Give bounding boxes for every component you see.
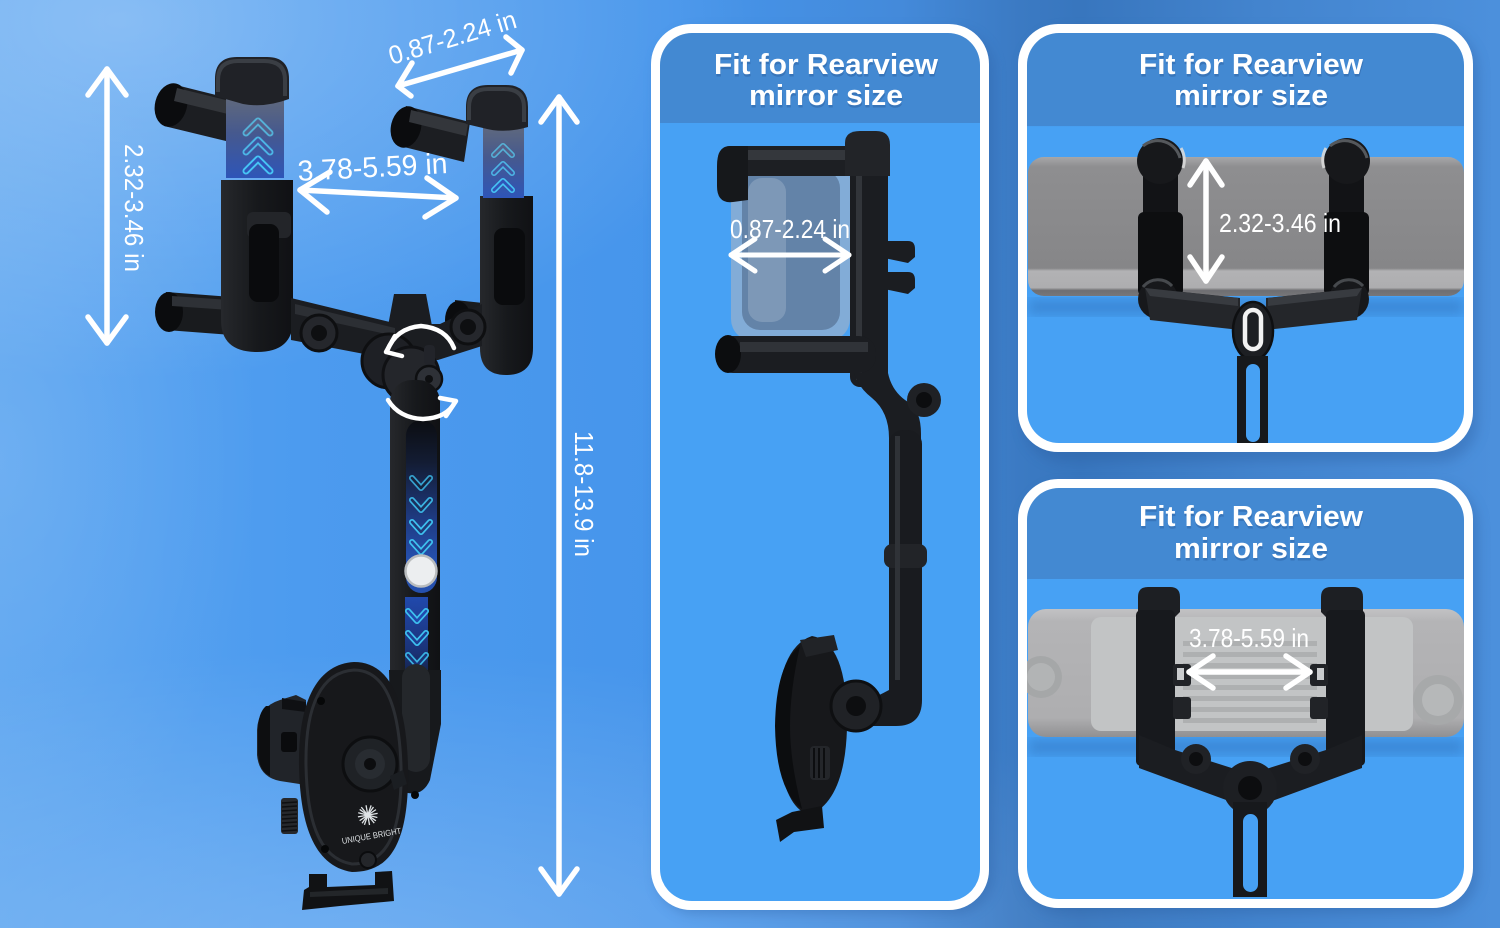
svg-text:mirror size: mirror size: [1174, 80, 1328, 112]
svg-text:Fit for Rearview: Fit for Rearview: [1139, 501, 1363, 533]
svg-text:11.8-13.9 in: 11.8-13.9 in: [569, 431, 599, 557]
svg-text:Fit for Rearview: Fit for Rearview: [715, 52, 939, 84]
svg-text:Fit for Rearview: Fit for Rearview: [1140, 52, 1364, 84]
svg-text:mirror size: mirror size: [1174, 533, 1328, 565]
svg-text:2.32-3.46 in: 2.32-3.46 in: [119, 144, 149, 272]
svg-text:mirror size: mirror size: [1175, 83, 1329, 115]
svg-text:mirror size: mirror size: [750, 83, 904, 115]
svg-text:Fit for Rearview: Fit for Rearview: [714, 49, 938, 81]
svg-text:mirror size: mirror size: [749, 80, 903, 112]
svg-text:Fit for Rearview: Fit for Rearview: [1139, 49, 1363, 81]
svg-text:0.87-2.24 in: 0.87-2.24 in: [730, 214, 850, 244]
svg-text:2.32-3.46 in: 2.32-3.46 in: [1219, 208, 1341, 238]
svg-text:3.78-5.59 in: 3.78-5.59 in: [297, 148, 448, 188]
svg-text:Fit for Rearview: Fit for Rearview: [1140, 504, 1364, 536]
svg-text:mirror size: mirror size: [1175, 536, 1329, 568]
svg-text:3.78-5.59 in: 3.78-5.59 in: [1189, 623, 1309, 653]
